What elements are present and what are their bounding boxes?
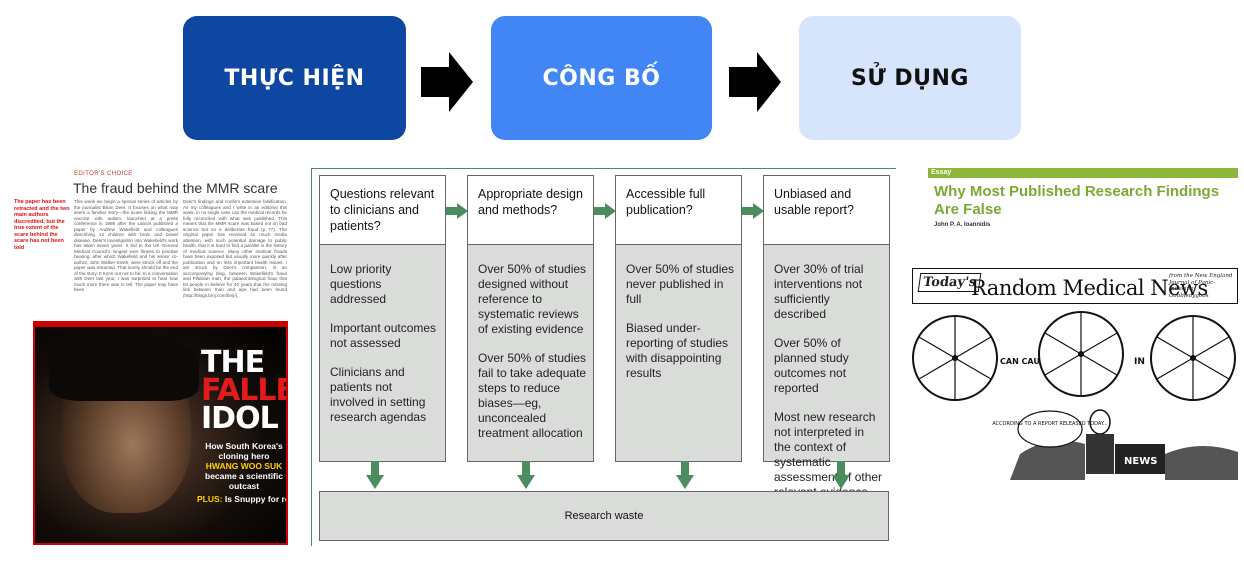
article-section: EDITOR'S CHOICE — [74, 171, 133, 177]
cover-subtitle-text: How South Korea's cloning hero — [205, 441, 283, 461]
stage-label: THỰC HIỆN — [224, 65, 365, 91]
cover-top-border — [35, 323, 286, 327]
down-arrow-icon — [832, 461, 850, 489]
waste-item: Over 50% of studies designed without ref… — [478, 262, 587, 336]
cover-title: THE FALLEN IDOL — [201, 345, 286, 436]
waste-stage-body: Over 30% of trial interventions not suff… — [764, 245, 889, 500]
essay-author: John P. A. Ioannidis — [934, 222, 991, 228]
cartoon-news-box: NEWS — [1124, 456, 1157, 467]
article-sidenote: The paper has been retracted and the two… — [14, 199, 70, 251]
stage-box-su-dung: SỬ DỤNG — [799, 16, 1021, 140]
spinner-wheel-icon — [1038, 311, 1124, 397]
portrait-hair — [49, 331, 199, 401]
article-title: The fraud behind the MMR scare — [73, 180, 278, 196]
cartoon-drawing: CAN CAUSE IN NEWS — [912, 311, 1238, 480]
waste-stage-heading: Unbiased and usable report? — [764, 176, 889, 245]
waste-stage-column: Accessible full publication? Over 50% of… — [615, 175, 742, 462]
stage-label: CÔNG BỐ — [542, 65, 661, 91]
research-waste-box: Research waste — [319, 491, 889, 541]
waste-item: Low priority questions addressed — [330, 262, 392, 306]
cover-plus-label: PLUS: — [197, 494, 223, 504]
waste-stage-column: Questions relevant to clinicians and pat… — [319, 175, 446, 462]
right-arrow-icon — [742, 203, 764, 219]
article-body-column: Deer's findings and confirm extensive fa… — [183, 199, 287, 298]
down-arrow-icon — [517, 461, 535, 489]
cover-plus-text: Is Snuppy for real? — [224, 494, 286, 504]
newscaster-figure-icon: NEWS — [1010, 409, 1238, 480]
cover-plus-line: PLUS: Is Snuppy for real? — [197, 494, 286, 504]
right-arrow-icon — [594, 203, 616, 219]
cartoon-source: from the New England Journal of Panic-In… — [1169, 273, 1233, 299]
waste-stage-column: Appropriate design and methods? Over 50%… — [467, 175, 594, 462]
essay-banner — [928, 168, 1238, 178]
cover-title-line: THE — [201, 345, 265, 380]
essay-tag: Essay — [931, 169, 952, 176]
waste-item: Clinicians and patients not involved in … — [330, 365, 427, 424]
waste-item: Over 50% of planned study outcomes not r… — [774, 336, 849, 395]
research-waste-label: Research waste — [564, 510, 644, 522]
speech-bubble-icon: ACCORDING TO A REPORT RELEASED TODAY... — [992, 410, 1108, 448]
cover-title-line: IDOL — [201, 401, 279, 436]
cartoon-bubble-text: ACCORDING TO A REPORT RELEASED TODAY... — [992, 421, 1108, 427]
stage-label: SỬ DỤNG — [851, 65, 969, 91]
right-arrow-icon — [729, 52, 781, 112]
cartoon-masthead: Today's Random Medical News from the New… — [912, 268, 1238, 304]
random-medical-news-cartoon: Today's Random Medical News from the New… — [910, 262, 1240, 480]
stage-box-thuc-hien: THỰC HIỆN — [183, 16, 406, 140]
down-arrow-icon — [366, 461, 384, 489]
spinner-wheel-icon — [912, 315, 998, 401]
magazine-cover-fallen-idol: THE FALLEN IDOL How South Korea's clonin… — [33, 321, 288, 545]
waste-item: Biased under-reporting of studies with d… — [626, 321, 729, 380]
waste-item: Over 50% of studies never published in f… — [626, 262, 735, 306]
right-arrow-icon — [446, 203, 468, 219]
spinner-wheel-icon — [1150, 315, 1236, 401]
waste-item: Most new research not interpreted in the… — [774, 410, 883, 499]
waste-stage-heading: Accessible full publication? — [616, 176, 741, 245]
essay-title: Why Most Published Research Findings Are… — [934, 183, 1220, 218]
waste-stage-column: Unbiased and usable report? Over 30% of … — [763, 175, 890, 499]
bmj-article-clipping: EDITOR'S CHOICE The fraud behind the MMR… — [10, 168, 298, 318]
cover-subtitle-name: HWANG WOO SUK — [205, 461, 283, 471]
cartoon-title: Random Medical News — [971, 276, 1208, 300]
right-arrow-icon — [421, 52, 473, 112]
waste-stage-heading: Appropriate design and methods? — [468, 176, 593, 245]
waste-stage-body: Low priority questions addressed Importa… — [320, 245, 445, 425]
stage-box-cong-bo: CÔNG BỐ — [491, 16, 712, 140]
cartoon-in: IN — [1134, 357, 1145, 367]
waste-stage-body: Over 50% of studies never published in f… — [616, 245, 741, 381]
cover-title-line: FALLEN — [201, 373, 286, 408]
waste-item: Over 50% of studies fail to take adequat… — [478, 351, 587, 440]
cover-subtitle-text: became a scientific outcast — [205, 471, 283, 491]
article-body-column: This week we begin a special series of a… — [74, 199, 178, 292]
down-arrow-icon — [676, 461, 694, 489]
waste-stage-heading: Questions relevant to clinicians and pat… — [320, 176, 445, 245]
waste-stage-body: Over 50% of studies designed without ref… — [468, 245, 593, 441]
cover-subtitle: How South Korea's cloning hero HWANG WOO… — [203, 441, 285, 491]
waste-item: Important outcomes not assessed — [330, 321, 437, 350]
waste-item: Over 30% of trial interventions not suff… — [774, 262, 864, 321]
cartoon-can-cause: CAN CAUSE — [1000, 357, 1051, 366]
